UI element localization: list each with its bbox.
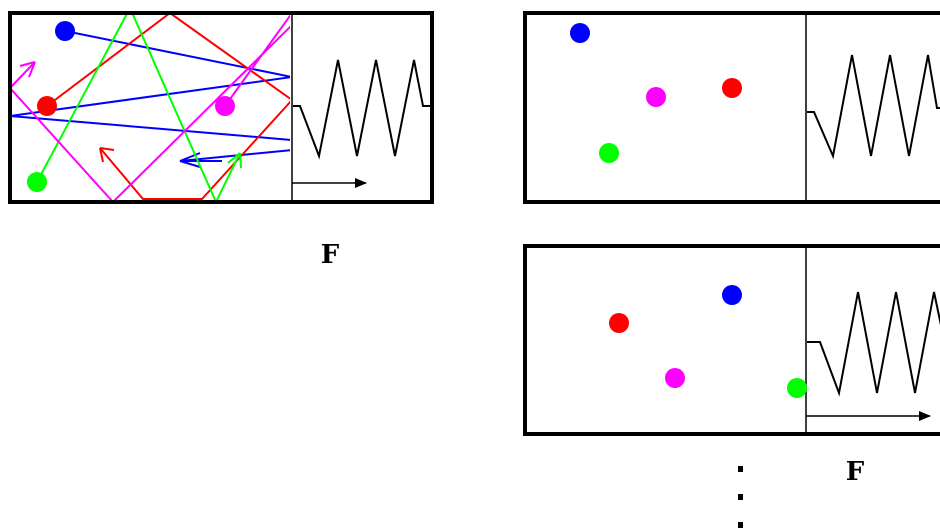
- green-particle: [599, 143, 619, 163]
- magenta-particle: [215, 96, 235, 116]
- container-frame: [523, 11, 940, 204]
- container-frame: [8, 11, 434, 204]
- blue-particle: [722, 285, 742, 305]
- magenta-particle: [646, 87, 666, 107]
- container-frame: [523, 244, 940, 436]
- force-label-left: F: [321, 240, 340, 270]
- spring: [807, 54, 940, 160]
- snapshot-panel-2: [523, 244, 940, 436]
- blue-particle-path: [10, 30, 290, 162]
- spring: [293, 59, 432, 160]
- red-particle: [37, 96, 57, 116]
- magenta-particle: [665, 368, 685, 388]
- force-label-right: F: [846, 457, 865, 487]
- snapshot-panel-1: [523, 11, 940, 204]
- blue-particle: [570, 23, 590, 43]
- trajectory-panel: [8, 11, 434, 204]
- green-particle-path: [36, 13, 241, 202]
- spring: [807, 291, 940, 397]
- green-arrowhead: [227, 152, 242, 169]
- green-particle: [787, 378, 807, 398]
- red-arrowhead: [99, 147, 115, 163]
- blue-particle: [55, 21, 75, 41]
- red-particle: [722, 78, 742, 98]
- continuation-ellipsis: [738, 466, 743, 528]
- particle-paths: [10, 13, 290, 202]
- green-particle: [27, 172, 47, 192]
- magenta-arrowhead: [19, 61, 36, 78]
- blue-arrowhead: [179, 152, 201, 168]
- red-particle: [609, 313, 629, 333]
- red-particle-path: [46, 13, 290, 200]
- magenta-particle-path: [10, 14, 290, 202]
